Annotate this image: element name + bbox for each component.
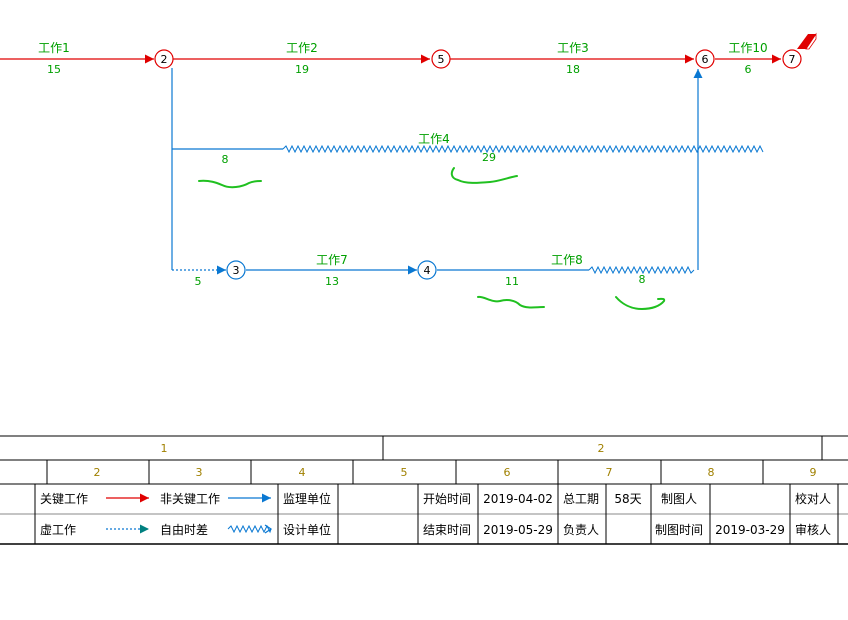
legend-critical-label: 关键工作 [40,492,88,506]
legend-noncritical: 非关键工作 [160,492,271,506]
activity-2-name: 工作2 [286,41,318,55]
manager-label: 负责人 [563,523,599,537]
draw-time-label: 制图时间 [655,523,703,537]
start-time-value: 2019-04-02 [483,492,553,506]
scribble-4 [615,296,666,311]
activity-3-name: 工作3 [557,41,589,55]
legend-table-grid [0,484,848,545]
node-2[interactable]: 2 [154,49,174,69]
legend-float-label: 自由时差 [160,523,208,537]
activity-4[interactable]: 工作4 8 29 [171,68,764,270]
activity-1[interactable]: 工作1 15 [0,41,154,76]
activity-1-name: 工作1 [38,41,70,55]
activity-8-duration: 11 [505,275,519,288]
activity-8[interactable]: 工作8 11 8 [437,69,703,288]
node-5[interactable]: 5 [431,49,451,69]
scribble-3 [477,295,545,309]
time-ruler [0,435,848,485]
activity-3[interactable]: 工作3 18 [450,41,694,76]
legend-dummy: 虚工作 [40,523,149,537]
end-flag-icon [797,32,817,50]
annotation-scribbles [198,167,666,311]
ruler-bottom-6: 6 [504,466,511,479]
activity-dummy[interactable]: 5 [172,265,226,288]
svg-text:5: 5 [438,53,445,66]
activity-dummy-duration: 5 [195,275,202,288]
activity-4-duration: 8 [222,153,229,166]
legend-dummy-label: 虚工作 [40,523,76,537]
ruler-top-1: 1 [161,442,168,455]
node-4[interactable]: 4 [417,260,437,280]
activity-8-name: 工作8 [551,253,583,267]
drawer-label: 制图人 [661,492,697,506]
activity-10[interactable]: 工作10 6 [715,41,781,76]
activity-4-free-float: 29 [482,151,496,164]
activity-8-free-float: 8 [639,273,646,286]
node-3[interactable]: 3 [226,260,246,280]
ruler-bottom-9: 9 [810,466,817,479]
checker-label: 校对人 [795,491,831,506]
activity-2-duration: 19 [295,63,309,76]
legend-noncritical-label: 非关键工作 [160,492,220,506]
svg-text:3: 3 [233,264,240,277]
ruler-top-2: 2 [598,442,605,455]
activity-7-duration: 13 [325,275,339,288]
ruler-bottom-8: 8 [708,466,715,479]
ruler-bottom-2: 2 [94,466,101,479]
designer-label: 设计单位 [283,522,331,537]
end-time-label: 结束时间 [423,523,471,537]
ruler-bottom-3: 3 [196,466,203,479]
svg-text:2: 2 [161,53,168,66]
svg-text:7: 7 [789,53,796,66]
activity-10-name: 工作10 [728,41,767,55]
legend-critical: 关键工作 [40,492,149,506]
activity-7-name: 工作7 [316,253,348,267]
scribble-2 [450,167,518,184]
total-duration-value: 58天 [614,492,641,506]
activity-3-duration: 18 [566,63,580,76]
reviewer-label: 审核人 [795,522,831,537]
total-duration-label: 总工期 [563,492,599,506]
svg-text:4: 4 [424,264,431,277]
svg-text:6: 6 [702,53,709,66]
ruler-bottom-7: 7 [606,466,613,479]
ruler-bottom-labels: 2 3 4 5 6 7 8 9 [94,466,817,479]
end-time-value: 2019-05-29 [483,523,553,537]
activity-7[interactable]: 工作7 13 [246,253,417,288]
scribble-1 [198,179,262,189]
draw-time-value: 2019-03-29 [715,523,785,537]
activity-4-name: 工作4 [418,132,450,146]
legend-float: 自由时差 [160,523,273,537]
node-7[interactable]: 7 [782,49,802,69]
supervisor-label: 监理单位 [283,491,331,506]
activity-1-duration: 15 [47,63,61,76]
ruler-top-labels: 1 2 [161,442,605,455]
activity-2[interactable]: 工作2 19 [173,41,430,76]
node-6[interactable]: 6 [695,49,715,69]
ruler-bottom-5: 5 [401,466,408,479]
ruler-bottom-4: 4 [299,466,306,479]
start-time-label: 开始时间 [423,492,471,506]
activity-10-duration: 6 [745,63,752,76]
